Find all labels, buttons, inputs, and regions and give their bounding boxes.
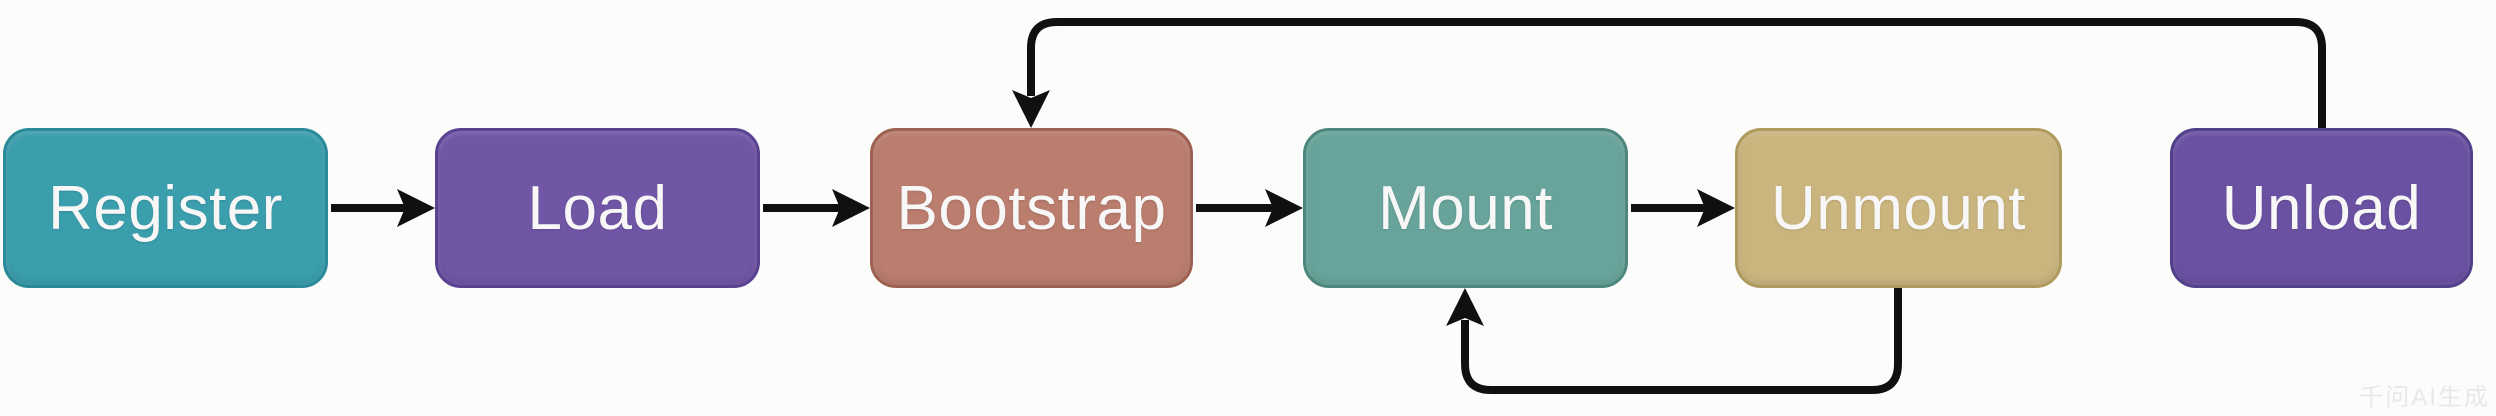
node-bootstrap-label: Bootstrap [896,173,1167,243]
watermark-text: 千问AI生成 [2359,384,2490,411]
node-bootstrap: Bootstrap [870,128,1193,288]
node-mount: Mount [1303,128,1628,288]
node-register-label: Register [48,173,283,243]
arrow-register-to-load [331,189,435,227]
arrow-unmount-to-mount-loop [1446,288,1902,394]
node-register: Register [3,128,328,288]
arrow-unload-to-bootstrap-loop [1012,18,2326,128]
node-unload-label: Unload [2221,173,2422,243]
arrow-bootstrap-to-mount [1196,189,1303,227]
node-mount-label: Mount [1378,173,1553,243]
node-unmount-label: Unmount [1770,173,2027,243]
node-unload: Unload [2170,128,2473,288]
node-load: Load [435,128,760,288]
arrow-mount-to-unmount [1631,189,1735,227]
node-unmount: Unmount [1735,128,2062,288]
node-load-label: Load [527,173,668,243]
arrow-load-to-bootstrap [763,189,870,227]
